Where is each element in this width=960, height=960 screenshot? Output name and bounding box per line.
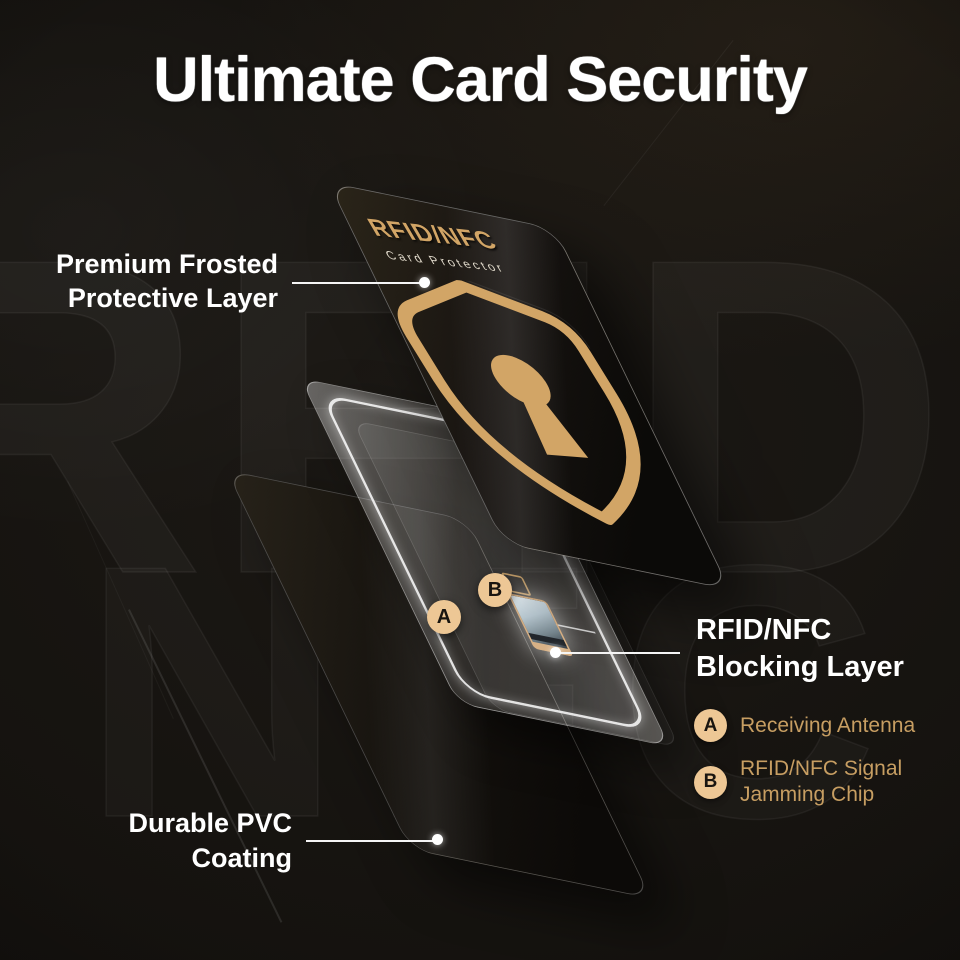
legend-text-chip: RFID/NFC Signal Jamming Chip <box>740 756 902 808</box>
leader-line-frosted <box>292 282 422 284</box>
legend-text-line: Jamming Chip <box>740 783 875 806</box>
label-frosted-layer: Premium Frosted Protective Layer <box>26 247 278 315</box>
diagram-badge-a: A <box>427 600 461 634</box>
label-blocking-layer: RFID/NFC Blocking Layer <box>696 612 904 686</box>
label-line: Durable PVC <box>128 808 292 838</box>
keyhole-icon <box>491 354 551 407</box>
legend-badge-a: A <box>694 709 727 742</box>
leader-line-blocking <box>558 652 680 654</box>
label-line: Premium Frosted <box>55 249 278 279</box>
legend-text-antenna: Receiving Antenna <box>740 713 916 737</box>
label-line: Coating <box>191 843 293 873</box>
legend-item-antenna: A Receiving Antenna <box>694 709 915 742</box>
legend-item-chip: B RFID/NFC Signal Jamming Chip <box>694 756 902 808</box>
legend-text-line: RFID/NFC Signal <box>740 757 903 780</box>
label-line: Protective Layer <box>67 283 278 313</box>
leader-dot-blocking <box>550 647 561 658</box>
leader-dot-frosted <box>419 277 430 288</box>
shield-lock-icon <box>397 275 641 525</box>
protector-card: RFID/NFC Card Protector <box>328 182 731 590</box>
label-pvc-coating: Durable PVC Coating <box>40 806 292 876</box>
legend-badge-b: B <box>694 765 727 799</box>
label-line: Blocking Layer <box>696 651 904 683</box>
leader-line-pvc <box>306 840 436 842</box>
diagram-badge-b: B <box>478 573 512 607</box>
leader-dot-pvc <box>432 834 443 845</box>
page-title: Ultimate Card Security <box>153 45 808 115</box>
label-line: RFID/NFC <box>696 614 832 646</box>
